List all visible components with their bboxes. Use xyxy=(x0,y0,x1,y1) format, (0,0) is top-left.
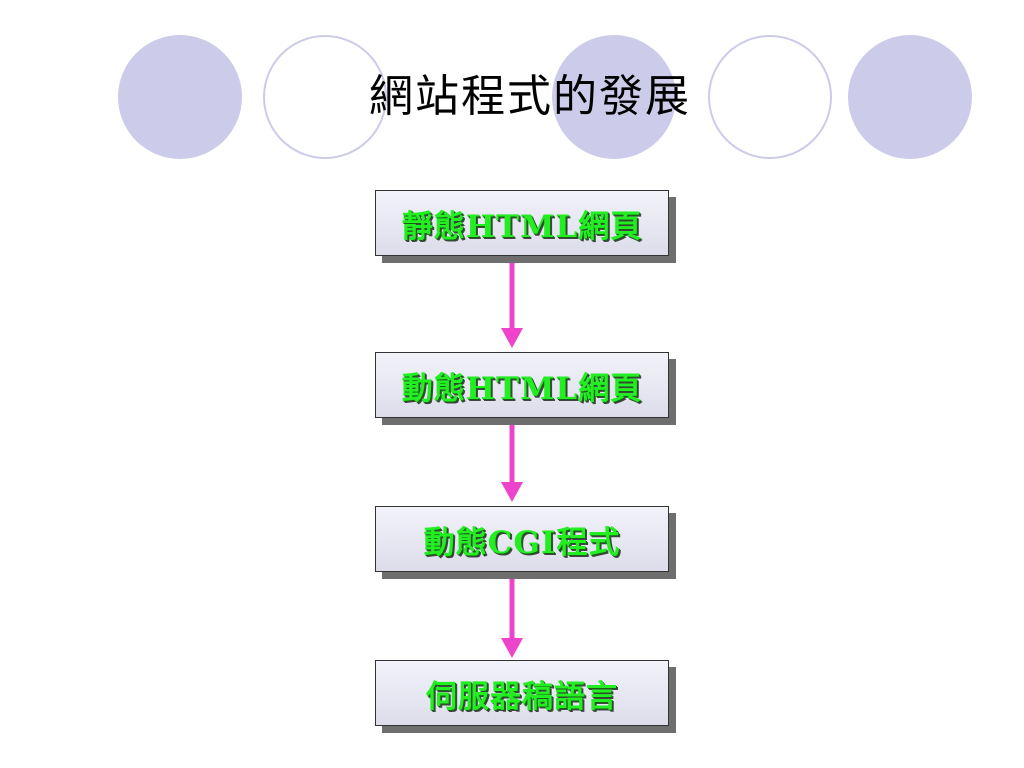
slide-title: 網站程式的發展 xyxy=(369,71,691,122)
flow-box-dynamic-html: 動態HTML網頁 xyxy=(375,352,669,418)
decor-circle-outline xyxy=(263,35,387,159)
flow-box-label: 伺服器稿語言 xyxy=(426,678,618,715)
flow-box-label: 靜態HTML網頁 xyxy=(401,208,643,245)
arrow-3 xyxy=(501,572,523,658)
flow-box-static-html: 靜態HTML網頁 xyxy=(375,190,669,256)
decor-circle-filled xyxy=(848,35,972,159)
flow-box-server-script: 伺服器稿語言 xyxy=(375,660,669,726)
flow-box-dynamic-cgi: 動態CGI程式 xyxy=(375,506,669,572)
decor-circle-outline xyxy=(708,35,832,159)
flow-box-label: 動態CGI程式 xyxy=(423,524,621,561)
arrow-1 xyxy=(501,258,523,348)
flow-box-label: 動態HTML網頁 xyxy=(401,370,643,407)
arrow-2 xyxy=(501,420,523,502)
decor-circle-filled xyxy=(118,35,242,159)
decor-circle-filled xyxy=(552,35,676,159)
